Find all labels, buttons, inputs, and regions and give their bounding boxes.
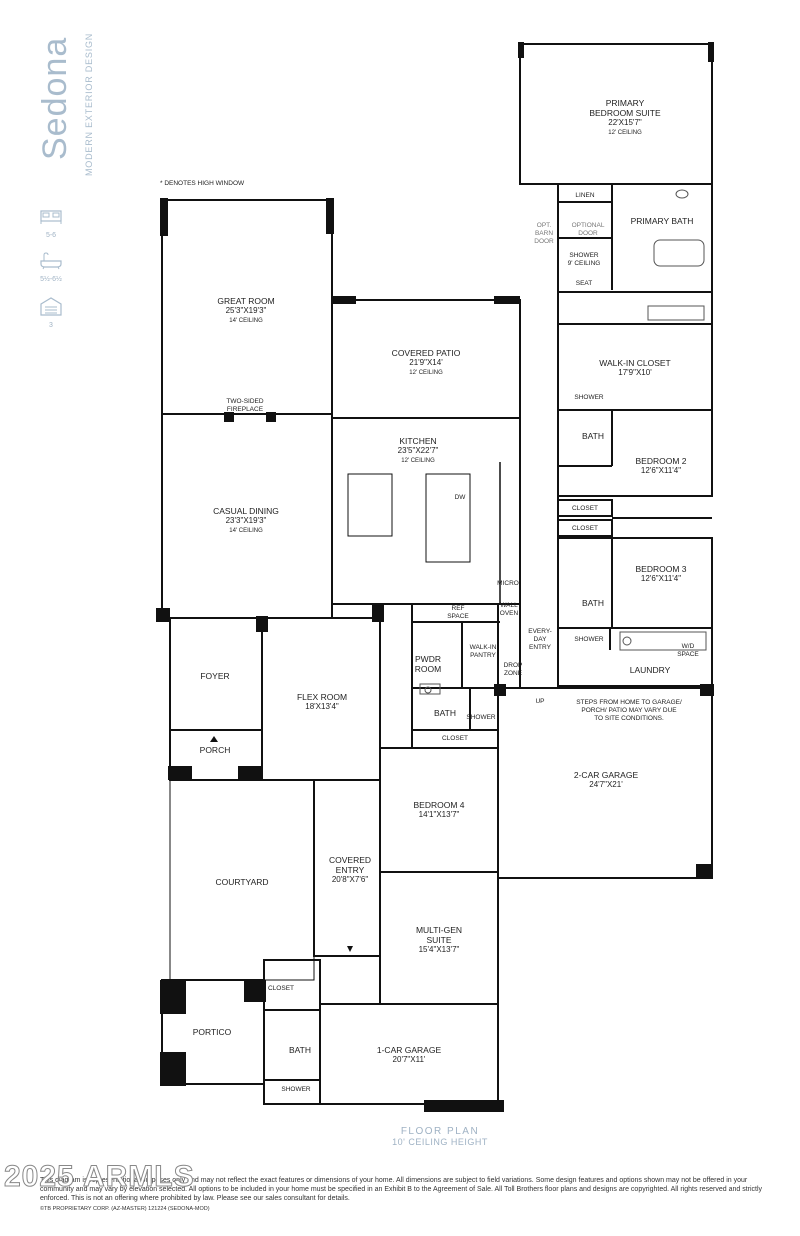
room-multigen: MULTI-GEN SUITE 15'4"X13'7" [415, 925, 463, 954]
disclaimer: This diagram is representational purpose… [40, 1177, 763, 1202]
bed-icon [40, 210, 62, 224]
room-closet-mg: CLOSET [267, 985, 295, 992]
room-shower-primary: SHOWER 9' CEILING [567, 252, 601, 267]
room-flex: FLEX ROOM 18'X13'4" [296, 692, 348, 711]
wall-garage1 [319, 1003, 499, 1105]
room-garage1: 1-CAR GARAGE 20'7"X11' [376, 1045, 442, 1064]
label-fireplace: TWO-SIDED FIREPLACE [226, 398, 264, 413]
room-bath-b2: BATH [581, 431, 605, 441]
room-bedroom3: BEDROOM 3 12'6"X11'4" [635, 564, 687, 583]
stat-baths: 5½-6½ [36, 252, 66, 283]
room-portico: PORTICO [192, 1027, 232, 1037]
stat-baths-label: 5½-6½ [40, 276, 62, 283]
room-shower-b3: SHOWER [574, 636, 604, 643]
room-bath-mg: BATH [288, 1045, 312, 1055]
room-foyer: FOYER [200, 671, 230, 681]
label-optional-door: OPTIONAL DOOR [571, 222, 605, 237]
room-courtyard: COURTYARD [215, 877, 269, 887]
wall-foyer [169, 617, 263, 781]
label-opt-barn-door: OPT. BARN DOOR [534, 222, 554, 245]
watermark: 2025 ARMLS [4, 1160, 195, 1194]
label-up: UP [535, 698, 545, 705]
room-bath-b3: BATH [581, 598, 605, 608]
room-porch: PORCH [199, 745, 231, 755]
room-shower-mg: SHOWER [281, 1086, 311, 1093]
room-bath-b4: BATH [433, 708, 457, 718]
label-ref-space: REF SPACE [447, 605, 469, 620]
room-covered-entry: COVERED ENTRY 20'8"X7'6" [328, 855, 372, 884]
room-kitchen: KITCHEN 23'5"X22'7" 12' CEILING [397, 436, 439, 464]
label-everyday-entry: EVERY- DAY ENTRY [528, 628, 552, 651]
wall-mg-bath [263, 959, 321, 1105]
stat-garage-label: 3 [49, 322, 53, 329]
label-drop-zone: DROP ZONE [503, 662, 523, 677]
room-shower-b4: SHOWER [466, 714, 496, 721]
copyright: ©TB PROPRIETARY CORP. (AZ-MASTER) 121224… [40, 1206, 210, 1212]
room-closet-a: CLOSET [571, 505, 599, 512]
wall-garage2 [497, 687, 713, 879]
floor-plan-caption: FLOOR PLAN 10' CEILING HEIGHT [320, 1126, 560, 1147]
room-shower-b2: SHOWER [574, 394, 604, 401]
room-bedroom2: BEDROOM 2 12'6"X11'4" [635, 456, 687, 475]
floor-plan-subtitle: 10' CEILING HEIGHT [392, 1137, 488, 1147]
stat-bedrooms: 5-6 [36, 208, 66, 239]
label-garage-note: STEPS FROM HOME TO GARAGE/ PORCH/ PATIO … [576, 699, 682, 722]
label-dw: DW [454, 494, 466, 501]
label-wd-space: W/D SPACE [677, 643, 699, 658]
room-linen: LINEN [575, 192, 595, 199]
room-laundry: LAUNDRY [629, 665, 671, 675]
floor-plan-title: FLOOR PLAN [400, 1126, 480, 1137]
room-walk-in-closet: WALK-IN CLOSET 17'9"X10' [599, 358, 671, 377]
room-primary-bath: PRIMARY BATH [630, 216, 694, 226]
room-bedroom4: BEDROOM 4 14'1"X13'7" [413, 800, 465, 819]
room-primary-suite: PRIMARY BEDROOM SUITE 22'X15'7" 12' CEIL… [589, 98, 661, 136]
room-closet-b: CLOSET [571, 525, 599, 532]
room-walkin-pantry: WALK-IN PANTRY [469, 644, 497, 659]
room-great-room: GREAT ROOM 25'3"X19'3" 14' CEILING [217, 296, 275, 324]
label-wall-oven: WALL OVEN [499, 602, 519, 617]
room-garage2: 2-CAR GARAGE 24'7"X21' [573, 770, 639, 789]
wall-covered-entry [313, 779, 381, 957]
room-casual-dining: CASUAL DINING 23'3"X19'3" 14' CEILING [213, 506, 279, 534]
label-micro: MICRO [497, 580, 519, 587]
wall-bedroom2 [557, 409, 713, 497]
stat-garage: 3 [36, 296, 66, 329]
bathtub-icon [40, 252, 62, 270]
room-covered-patio: COVERED PATIO 21'9"X14' 12' CEILING [391, 348, 461, 376]
room-pwdr: PWDR ROOM [414, 654, 442, 674]
room-closet-b4: CLOSET [441, 735, 469, 742]
high-window-note: * DENOTES HIGH WINDOW [160, 180, 245, 187]
stat-bedrooms-label: 5-6 [45, 232, 57, 239]
room-seat: SEAT [575, 280, 593, 287]
garage-icon [40, 297, 62, 316]
